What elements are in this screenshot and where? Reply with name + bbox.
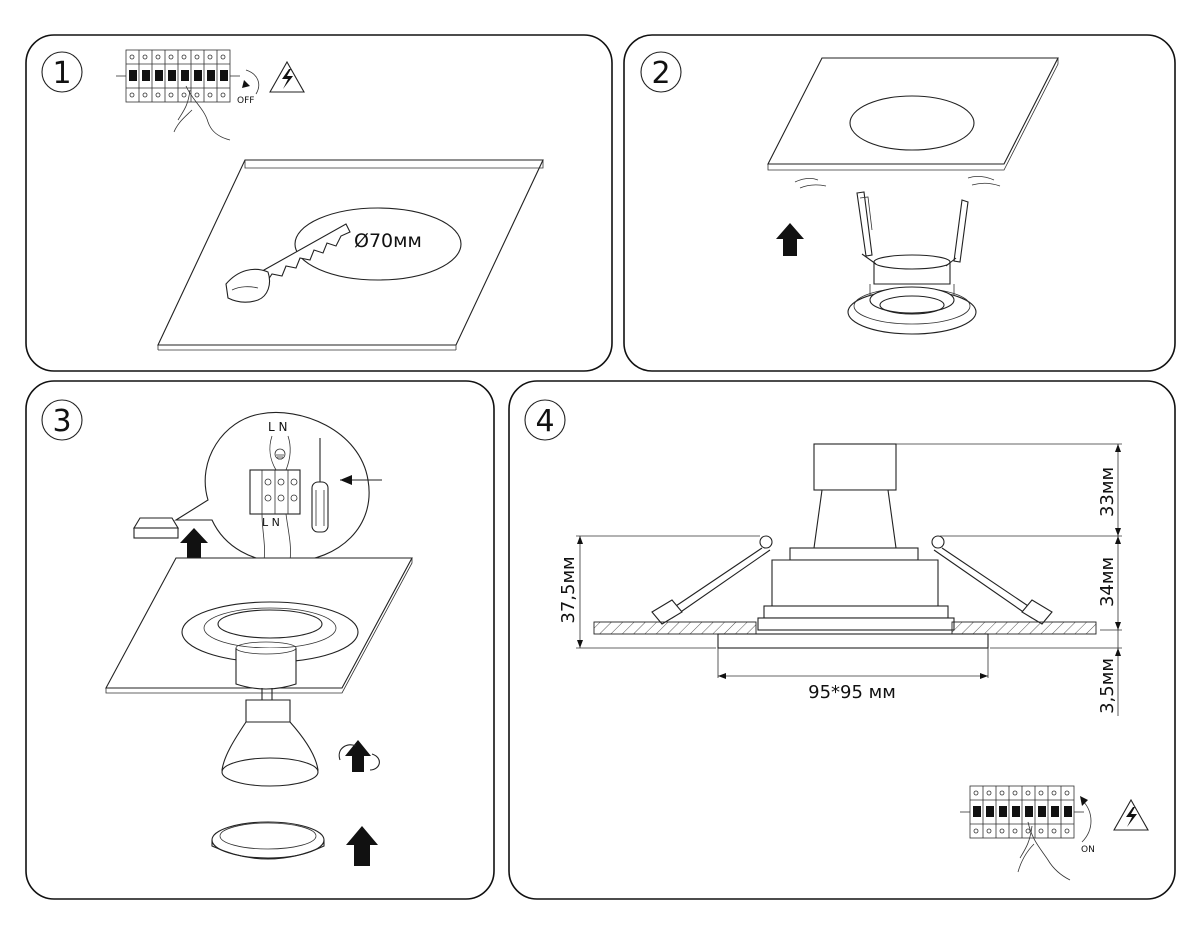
width-label: 95*95 мм (808, 682, 896, 703)
ceiling-board (767, 57, 1059, 171)
step-4-number: 4 (535, 404, 554, 439)
saw-icon (225, 223, 351, 303)
breaker-panel-icon (115, 49, 241, 141)
step-1-panel: 1 OFF Ø70мм (25, 34, 613, 372)
height-mid-label: 34мм (1097, 557, 1118, 607)
hole-diameter-label: Ø70мм (354, 230, 422, 252)
step-4-panel: 4 (508, 380, 1176, 900)
spotlight-frame (181, 601, 359, 690)
power-off-label: OFF (237, 96, 254, 106)
step-2-panel: 2 (623, 34, 1176, 372)
switch-arrow-icon (245, 69, 260, 95)
up-arrow-icon (346, 826, 378, 866)
height-left-label: 37,5мм (558, 556, 579, 623)
breaker-panel-icon (959, 785, 1085, 881)
terminal-top-label: L N (268, 420, 287, 434)
step-1-number: 1 (52, 56, 71, 91)
height-top-label: 33мм (1097, 467, 1118, 517)
power-on-label: ON (1081, 845, 1095, 855)
terminal-bottom-label: L N (262, 516, 280, 529)
up-arrow-icon (776, 223, 804, 256)
spring-motion-marks (794, 176, 1001, 189)
up-arrow-icon (180, 528, 208, 558)
step-2-number: 2 (651, 56, 670, 91)
rotate-arrow-icon (338, 740, 380, 772)
wiring-callout: L N L N (174, 412, 382, 563)
ground-icon (274, 448, 286, 460)
spotlight-fixture (847, 191, 977, 335)
step-3-panel: 3 L N L N (25, 380, 495, 900)
lamp-bulb (221, 688, 319, 787)
screwdriver-icon (311, 438, 329, 533)
step-3-number: 3 (52, 404, 71, 439)
dimension-drawing (576, 443, 1122, 716)
trim-ring (211, 821, 325, 860)
cutout-hole: Ø70мм (294, 207, 462, 281)
height-bottom-label: 3,5мм (1097, 658, 1118, 714)
junction-box-icon (133, 517, 179, 539)
